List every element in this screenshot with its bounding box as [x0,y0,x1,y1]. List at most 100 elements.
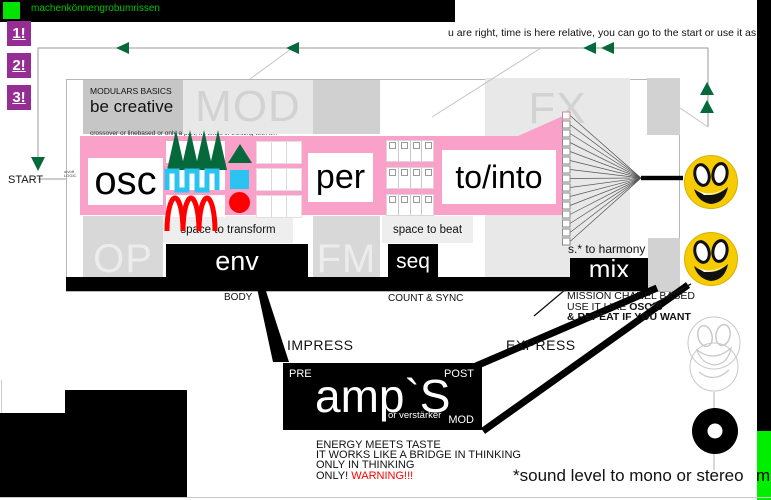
ghost-smiley-icon [687,316,741,392]
gray-column-top [647,78,680,135]
bottom-line [0,497,771,498]
sine-wave-icon [164,195,218,232]
step-1: 1! [7,21,31,46]
start-tiny-note-line1: on/off [64,169,74,174]
env-label: env [215,246,259,276]
seq-bar: seq [388,244,438,279]
impress-bridge-line [257,288,289,362]
baseline-bar [66,277,648,291]
transform-label: space to transform [180,223,276,236]
amp-mod-label: MOD [448,414,474,426]
arrow-left-icon [583,42,596,54]
grid-icon [256,195,302,218]
fm-block: FM [313,216,380,281]
keyboard-icon [386,194,434,216]
per-module: per [308,153,373,202]
impress-label: IMPRESS [287,337,354,353]
seq-label: seq [396,249,430,273]
warning-line2: IT WORKS LIKE A BRIDGE IN THINKING [316,449,521,462]
square-wave-icon [164,168,220,193]
key [422,195,433,215]
arrow-left-icon [116,42,129,54]
grid-cell [257,142,272,163]
amp-sub-label: or verstärker [388,410,442,421]
step-2: 2! [7,53,31,78]
amp-post-label: POST [444,368,474,380]
sound-level-note: *sound level to mono or stereo [513,466,744,485]
op-block: OP [83,216,163,281]
harmony-label: s.* to harmony [568,242,646,256]
express-bridge-line [474,284,659,370]
warning-block: ENERGY MEETS TASTE IT WORKS LIKE A BRIDG… [316,439,521,482]
key [411,168,423,188]
beat-label: space to beat [392,223,463,236]
key [399,168,411,188]
arrow-up-icon [700,100,714,113]
amp-name: amp`S [315,370,451,422]
mod-watermark: MOD [195,82,301,131]
body-caption: BODY [224,292,253,303]
express-bridge-line [480,282,691,434]
deco-line [249,48,292,80]
grid-cell [257,196,272,217]
warning-line4: ONLY! WARNING!!! [316,469,414,482]
env-bar: env [166,244,308,279]
arrow-left-icon [286,42,299,54]
start-tiny-note-line2: LOGIC [64,173,77,178]
gray-block [313,80,380,134]
grid-icon [256,168,302,191]
osc-label: osc [94,159,157,203]
to-into-module: to/into [442,150,556,204]
step-3: 3! [7,85,31,110]
op-watermark: OP [93,237,153,281]
key [422,141,433,161]
waveform-icons [164,130,227,232]
relative-time-note: u are right, time is here relative, you … [448,27,771,39]
beat-strip: space to beat [382,216,473,243]
circle-icon [229,192,250,213]
bottom-left-block [65,390,187,497]
grid-icon [256,141,302,164]
start-tiny-note: on/off LOGIC [64,170,76,178]
key [411,195,423,215]
smiley-icon [683,231,739,287]
top-bar [0,0,455,22]
mission-line3: & REPEAT IF YOU WANT [567,311,691,323]
osc-module: osc [88,158,163,205]
count-sync-caption: COUNT & SYNC [388,293,464,304]
basics-title: MODULARS BASICS [90,86,172,96]
basics-subtitle: be creative [90,97,174,116]
bottom-left-block [0,413,66,497]
keyboard-icon [386,140,434,162]
warning-line3: ONLY IN THINKING [316,459,415,472]
mission-line2: USE IT LIKE OSC´S [567,300,663,313]
page-title: machenkönnengrobumrissen [31,3,160,14]
key [387,168,399,188]
warning-red-text: WARNING!!! [351,469,414,482]
arrow-down-icon [31,157,45,171]
mono-label: m [756,466,771,485]
flow-path [37,47,709,158]
start-label: START [8,174,44,186]
funnel-ladder-icon [562,111,571,246]
left-edge-line [1,380,2,413]
smiley-icon [683,154,739,210]
fm-watermark: FM [316,237,377,281]
key [387,195,399,215]
triangle-icon [228,144,252,163]
triangle-wave-icon [167,130,227,170]
amp-pre-label: PRE [289,368,312,380]
right-green-bar [757,431,771,500]
key [399,195,411,215]
square-icon [230,170,249,189]
grid-cell [272,196,287,217]
gray-column-bottom [648,238,680,291]
mission-caption: MISSION CHANEL BASED USE IT LIKE OSC´S &… [567,291,695,323]
mission-pointer-line [649,283,692,307]
mission-line1: MISSION CHANEL BASED [567,290,695,302]
grid-cell [272,142,287,163]
mission-line2-bold: OSC´S [629,300,663,313]
key [411,141,423,161]
